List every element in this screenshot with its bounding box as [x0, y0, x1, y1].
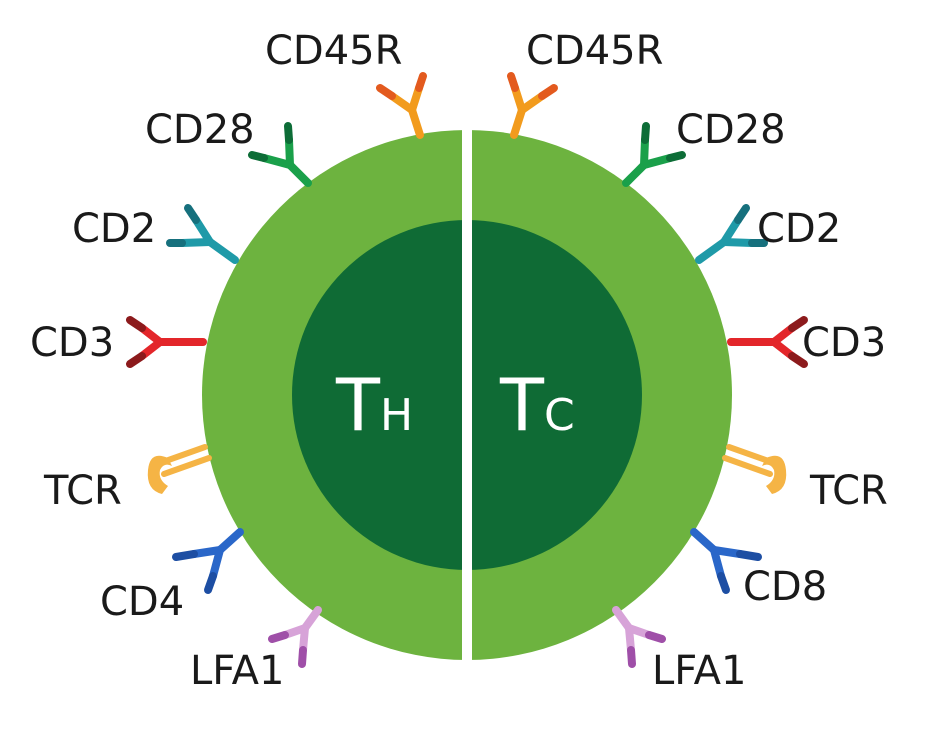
cell-divider [462, 125, 472, 665]
receptor-cd2-left [166, 204, 239, 264]
receptor-cd8-right [690, 528, 762, 594]
label-tcr-left: TCR [43, 468, 122, 514]
receptor-lfa1-right [612, 606, 666, 668]
label-cd45r-left: CD45R [265, 28, 402, 74]
label-tcr-right: TCR [809, 468, 888, 514]
label-lfa1-left: LFA1 [190, 648, 284, 694]
receptor-cd2-right [695, 204, 768, 264]
label-lfa1-right: LFA1 [652, 648, 746, 694]
receptor-cd45r-right [507, 72, 558, 139]
label-cd3-right: CD3 [802, 320, 886, 366]
receptor-cd3-right [727, 316, 808, 368]
cell-label-helper: TH [335, 363, 413, 447]
receptor-lfa1-left [268, 606, 322, 668]
label-cd28-right: CD28 [676, 107, 786, 153]
tc-letter: T [499, 363, 545, 447]
label-cd8-right: CD8 [743, 564, 827, 610]
receptor-cd4-left [172, 528, 244, 594]
label-cd4-left: CD4 [100, 579, 184, 625]
receptor-tcr-left [147, 444, 212, 494]
cell-label-cytotoxic: TC [499, 363, 575, 447]
label-cd45r-right: CD45R [526, 28, 663, 74]
th-letter: T [335, 363, 381, 447]
receptor-cd3-left [126, 316, 207, 368]
label-cd2-left: CD2 [72, 206, 156, 252]
tc-subscript: C [544, 390, 575, 441]
cell-body [202, 125, 732, 665]
label-cd2-right: CD2 [757, 206, 841, 252]
receptor-cd28-right [622, 122, 686, 187]
label-cd28-left: CD28 [145, 107, 255, 153]
label-cd3-left: CD3 [30, 320, 114, 366]
receptor-cd45r-left [376, 72, 427, 139]
receptor-tcr-right [722, 444, 787, 494]
receptor-cd28-left [248, 122, 312, 187]
th-subscript: H [380, 390, 413, 441]
